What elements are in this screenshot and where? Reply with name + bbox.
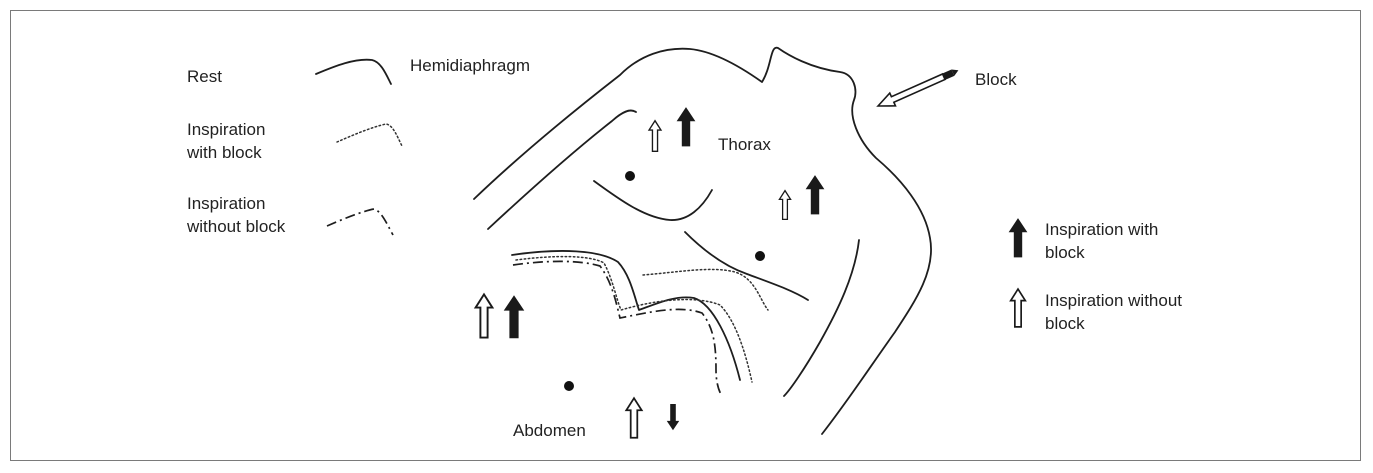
legend-rest-label: Rest — [187, 65, 222, 88]
legend-inspiration-without-block-line — [327, 209, 393, 235]
thorax-right-filled-up-arrow — [807, 176, 824, 214]
rib-line-left — [488, 110, 636, 229]
left-filled-up-arrow — [505, 296, 523, 337]
left-open-up-arrow — [476, 294, 493, 337]
thorax-upper-open-up-arrow — [649, 121, 661, 152]
legend-inspiration-with-block-label: Inspiration with block — [187, 118, 265, 164]
thorax-right-open-up-arrow — [779, 191, 790, 220]
thorax-lower-dot — [755, 251, 765, 261]
abdomen-open-up-arrow — [626, 398, 641, 438]
abdomen-dot — [564, 381, 574, 391]
thorax-upper-dot — [625, 171, 635, 181]
legend-filled-up-arrow — [1010, 219, 1027, 257]
legend-filled-arrow-label: Inspiration with block — [1045, 218, 1158, 264]
thorax-label: Thorax — [718, 133, 771, 156]
thorax-upper-filled-up-arrow — [678, 108, 695, 146]
legend-open-up-arrow — [1011, 289, 1026, 327]
legend-open-arrow-label: Inspiration without block — [1045, 289, 1182, 335]
legend-inspiration-without-block-label: Inspiration without block — [187, 192, 285, 238]
legend-inspiration-with-block-line — [337, 124, 402, 146]
hemidiaphragm-inspiration-without-block — [513, 261, 722, 396]
right-inner-wall — [784, 240, 859, 396]
hemidiaphragm-rest — [512, 251, 740, 380]
lung-inner-curve — [594, 181, 712, 220]
chest-outer-outline — [474, 48, 931, 434]
abdomen-label: Abdomen — [513, 419, 586, 442]
legend-rest-line — [316, 60, 391, 84]
block-arrow-icon — [875, 64, 961, 113]
abdomen-filled-down-arrow — [667, 404, 678, 429]
block-label: Block — [975, 68, 1017, 91]
hemidiaphragm-label: Hemidiaphragm — [410, 54, 530, 77]
right-lung-boundary — [685, 232, 808, 300]
